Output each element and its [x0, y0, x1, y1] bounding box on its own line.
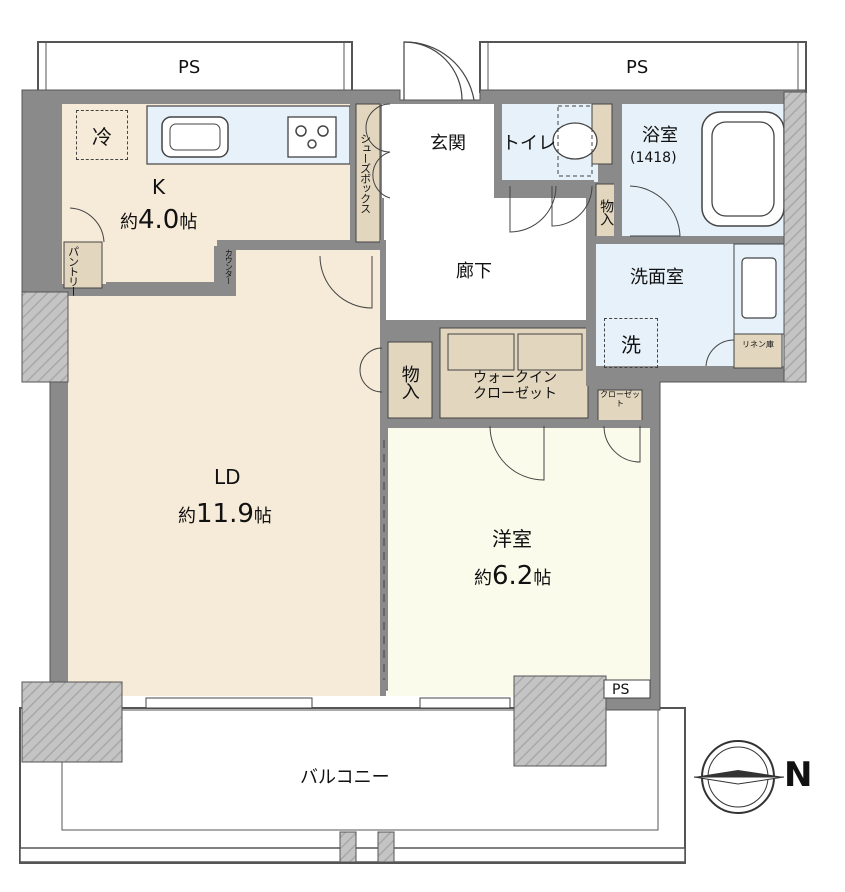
washer-icon: 洗 [604, 318, 658, 368]
kitchen-name: K [152, 175, 166, 199]
ps-box-left [37, 41, 353, 93]
linen-box [733, 333, 783, 369]
compass-icon [693, 740, 785, 814]
western-floor [388, 428, 650, 696]
ld-size-group: 約11.9帖 [178, 499, 272, 529]
pantry-label: パントリー [66, 246, 80, 296]
closet-small [597, 389, 643, 423]
ps-label-left: PS [178, 57, 201, 78]
storage-mid [387, 341, 433, 419]
pillar-left-mid [21, 291, 69, 383]
bath-label: 浴室 [642, 125, 678, 146]
ps-box-right [479, 41, 807, 93]
counter-label: カウンター [224, 248, 234, 284]
storage-mid-label: 物入 [398, 365, 420, 399]
ld-name: LD [214, 465, 241, 489]
walkin-label: ウォークイン クローゼット [473, 370, 557, 403]
pantry-box [63, 241, 103, 289]
kitchen-size-group: 約4.0帖 [120, 205, 198, 235]
ps-small-label: PS [612, 682, 630, 698]
closet-label: クローゼット [600, 390, 640, 409]
bath-size-label: (1418) [630, 150, 677, 166]
pillar-right-bottom [513, 675, 607, 767]
western-name: 洋室 [492, 527, 532, 551]
entrance-floor [382, 104, 494, 198]
stove [287, 116, 337, 158]
ps-label-right: PS [626, 57, 649, 78]
fridge-icon: 冷 [76, 110, 128, 160]
entrance-label: 玄関 [430, 133, 466, 154]
balcony-pillar [339, 831, 357, 863]
ld-floor [68, 296, 380, 696]
pillar-right-top [783, 91, 807, 383]
balcony-label: バルコニー [300, 767, 390, 788]
western-size-group: 約6.2帖 [474, 561, 552, 591]
ps-small-box [603, 679, 651, 699]
compass-north-label: N [784, 755, 813, 795]
hallway-label: 廊下 [456, 261, 492, 282]
toilet-label: トイレ [502, 133, 556, 154]
shoebox [355, 103, 381, 243]
shoebox-label: シューズボックス [358, 133, 372, 213]
storage-top-label: 物入 [598, 199, 615, 225]
sink [161, 116, 229, 158]
washroom-label: 洗面室 [630, 267, 684, 288]
linen-label: リネン庫 [742, 340, 774, 349]
pillar-left-bottom [21, 681, 123, 763]
